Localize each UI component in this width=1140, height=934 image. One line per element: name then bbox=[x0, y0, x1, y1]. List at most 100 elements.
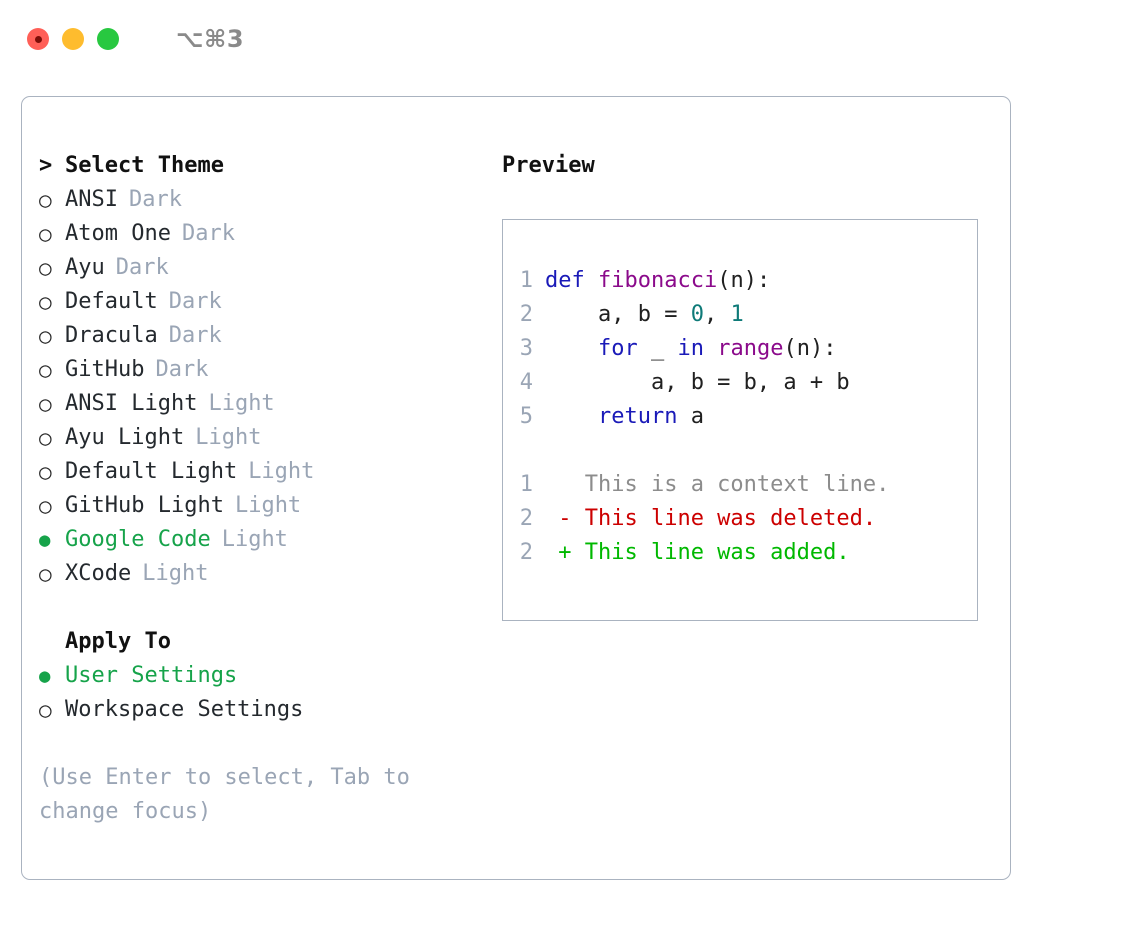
theme-variant-tag: Light bbox=[195, 425, 262, 450]
code-token-kw: for bbox=[597, 336, 638, 361]
radio-selected-icon: ● bbox=[39, 529, 51, 551]
code-token-plain bbox=[704, 336, 717, 361]
code-token-num: 0 bbox=[690, 302, 704, 327]
code-token-plain bbox=[545, 404, 598, 429]
diff-line-number: 2 bbox=[519, 540, 533, 565]
code-line-number: 5 bbox=[519, 404, 533, 429]
code-token-plain: (n): bbox=[783, 336, 837, 361]
radio-unselected-icon: ○ bbox=[39, 426, 52, 450]
theme-option-label: Default bbox=[65, 289, 158, 314]
traffic-light-group bbox=[27, 28, 119, 50]
radio-unselected-icon: ○ bbox=[39, 358, 52, 382]
radio-unselected-icon: ○ bbox=[39, 324, 52, 348]
code-line: 3 for _ in range(n): bbox=[503, 332, 977, 366]
radio-unselected-icon: ○ bbox=[39, 392, 52, 416]
keyboard-shortcut-label: ⌥⌘3 bbox=[176, 25, 245, 53]
code-token-plain: (n): bbox=[717, 268, 771, 293]
apply-to-title: Apply To bbox=[65, 629, 171, 654]
diff-line-add: 2 + This line was added. bbox=[503, 536, 977, 570]
code-token-fn: range bbox=[717, 336, 784, 361]
diff-line-text: This is a context line. bbox=[545, 472, 890, 497]
maximize-window-button[interactable] bbox=[97, 28, 119, 50]
radio-unselected-icon: ○ bbox=[39, 460, 52, 484]
code-token-plain: a, b = bbox=[545, 302, 691, 327]
minimize-window-button[interactable] bbox=[62, 28, 84, 50]
apply-to-option-user-settings[interactable]: ●User Settings bbox=[39, 659, 479, 693]
theme-option-dracula[interactable]: ○ Dracula Dark bbox=[39, 319, 479, 353]
theme-option-label: XCode bbox=[65, 561, 132, 586]
help-hint: (Use Enter to select, Tab to change focu… bbox=[39, 761, 459, 829]
code-line-number: 2 bbox=[519, 302, 533, 327]
code-line-text: a, b = 0, 1 bbox=[545, 298, 744, 332]
code-token-fn: fibonacci bbox=[598, 268, 718, 293]
diff-line-text: - This line was deleted. bbox=[545, 506, 877, 531]
code-line: 2 a, b = 0, 1 bbox=[503, 298, 977, 332]
code-line-text: a, b = b, a + b bbox=[545, 366, 850, 400]
theme-list-title: Select Theme bbox=[65, 153, 224, 178]
theme-variant-tag: Dark bbox=[168, 323, 222, 348]
code-diff-spacer bbox=[503, 434, 977, 468]
theme-variant-tag: Light bbox=[208, 391, 275, 416]
diff-line-text: + This line was added. bbox=[545, 540, 850, 565]
theme-option-label: GitHub Light bbox=[65, 493, 224, 518]
theme-option-label: Google Code bbox=[65, 527, 211, 552]
theme-option-label: ANSI bbox=[65, 187, 118, 212]
radio-unselected-icon: ○ bbox=[39, 222, 52, 246]
help-hint-line-2: change focus) bbox=[39, 799, 212, 824]
theme-variant-tag: Light bbox=[142, 561, 209, 586]
code-line-text: def fibonacci(n): bbox=[545, 264, 770, 298]
theme-option-label: Default Light bbox=[65, 459, 238, 484]
code-line: 5 return a bbox=[503, 400, 977, 434]
theme-list-header: > Select Theme bbox=[39, 149, 479, 183]
code-token-kw: in bbox=[677, 336, 704, 361]
theme-option-label: Ayu Light bbox=[65, 425, 185, 450]
theme-option-github[interactable]: ○ GitHub Dark bbox=[39, 353, 479, 387]
code-token-plain bbox=[585, 268, 598, 293]
section-spacer bbox=[39, 591, 479, 625]
theme-option-default-light[interactable]: ○ Default Light Light bbox=[39, 455, 479, 489]
caret-icon: > bbox=[39, 153, 53, 178]
close-window-button[interactable] bbox=[27, 28, 49, 50]
code-line-text: return a bbox=[545, 400, 704, 434]
diff-line-del: 2 - This line was deleted. bbox=[503, 502, 977, 536]
title-bar: ⌥⌘3 bbox=[0, 0, 1140, 78]
theme-variant-tag: Dark bbox=[181, 221, 235, 246]
apply-to-option-label: User Settings bbox=[65, 663, 238, 688]
theme-variant-tag: Light bbox=[248, 459, 315, 484]
apply-to-option-workspace-settings[interactable]: ○Workspace Settings bbox=[39, 693, 479, 727]
theme-variant-tag: Dark bbox=[155, 357, 209, 382]
theme-option-ansi-light[interactable]: ○ ANSI Light Light bbox=[39, 387, 479, 421]
apply-to-options: ●User Settings○Workspace Settings bbox=[39, 659, 479, 727]
code-token-plain: _ bbox=[637, 336, 678, 361]
theme-variant-tag: Dark bbox=[115, 255, 169, 280]
theme-option-label: GitHub bbox=[65, 357, 145, 382]
theme-variant-tag: Dark bbox=[128, 187, 182, 212]
code-line-number: 4 bbox=[519, 370, 533, 395]
diff-line-ctx: 1 This is a context line. bbox=[503, 468, 977, 502]
diff-sample: 1 This is a context line.2 - This line w… bbox=[503, 468, 977, 570]
theme-option-xcode[interactable]: ○ XCode Light bbox=[39, 557, 479, 591]
code-token-plain: , bbox=[703, 302, 731, 327]
code-token-plain: a, b = b, a + b bbox=[545, 370, 850, 395]
theme-option-ayu-light[interactable]: ○ Ayu Light Light bbox=[39, 421, 479, 455]
diff-line-number: 1 bbox=[519, 472, 533, 497]
theme-option-label: ANSI Light bbox=[65, 391, 198, 416]
radio-unselected-icon: ○ bbox=[39, 562, 52, 586]
radio-unselected-icon: ○ bbox=[39, 698, 52, 722]
theme-option-label: Dracula bbox=[65, 323, 158, 348]
help-hint-line-1: (Use Enter to select, Tab to bbox=[39, 765, 410, 790]
